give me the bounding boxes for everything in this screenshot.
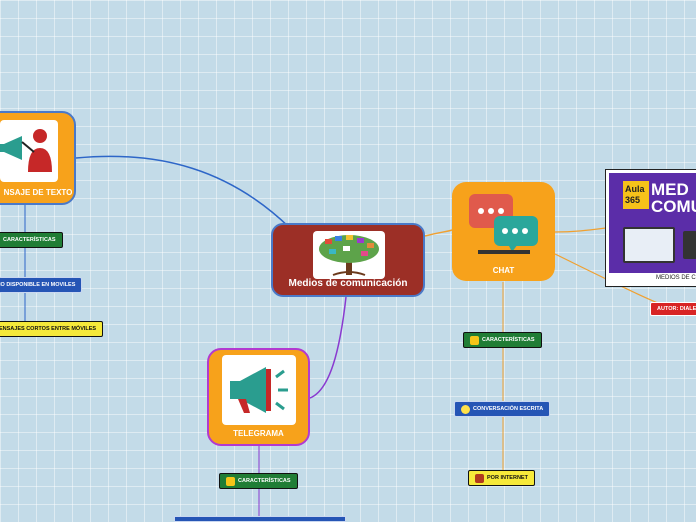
lightbulb-icon (461, 404, 470, 414)
sms-available-on-mobile[interactable]: IO DISPONIBLE EN MOVILES (0, 277, 83, 293)
note-icon (475, 473, 484, 483)
chat-characteristics-label: CARACTERÍSTICAS (482, 337, 535, 343)
author-tag-label: AUTOR: DIALE (657, 306, 696, 312)
aula-logo-bottom: 365 (625, 195, 641, 205)
tree-icon (313, 231, 385, 279)
central-title: Medios de comunicación (288, 278, 408, 289)
thumbs-up-icon (470, 335, 479, 345)
link-central-sms (75, 155, 291, 229)
topic-sms[interactable]: NSAJE DE TEXTO (0, 111, 76, 205)
topic-chat[interactable]: CHAT (452, 182, 555, 281)
telegram-characteristics[interactable]: CARACTERÍSTICAS (219, 473, 298, 489)
image-heading-line1: MED (651, 180, 689, 199)
sms-short-messages-label: ENSAJES CORTOS ENTRE MÓVILES (0, 326, 97, 332)
thumbs-up-icon (226, 476, 235, 486)
chat-written-label: CONVERSACIÓN ESCRITA (473, 406, 544, 412)
link-central-telegram (309, 296, 347, 399)
chat-written-conversation[interactable]: CONVERSACIÓN ESCRITA (454, 401, 551, 417)
image-heading-line2: COMUN (651, 197, 696, 216)
author-tag[interactable]: AUTOR: DIALE (650, 302, 696, 316)
megaphone-icon (222, 355, 296, 425)
central-topic[interactable]: Medios de comunicación (271, 223, 425, 297)
sms-characteristics-label: CARACTERÍSTICAS (3, 237, 56, 243)
image-card[interactable]: Aula 365 MED COMUN MEDIOS DE C (605, 169, 696, 287)
topic-chat-title: CHAT (492, 266, 515, 275)
sms-available-label: IO DISPONIBLE EN MOVILES (0, 282, 76, 288)
chat-by-internet[interactable]: POR INTERNET (468, 470, 535, 486)
aula-logo-top: Aula (625, 184, 645, 194)
sms-characteristics[interactable]: CARACTERÍSTICAS (0, 232, 63, 248)
sms-short-messages[interactable]: ENSAJES CORTOS ENTRE MÓVILES (0, 321, 104, 337)
image-card-picture: Aula 365 MED COMUN (609, 173, 696, 273)
topic-telegram-title: TELEGRAMA (233, 429, 284, 438)
link-central-chat (424, 229, 453, 237)
telegram-next-child[interactable] (174, 516, 346, 522)
link-chat-image (554, 227, 607, 233)
image-caption: MEDIOS DE C (656, 275, 696, 281)
person-megaphone-icon (0, 120, 58, 182)
topic-telegram[interactable]: TELEGRAMA (207, 348, 310, 446)
telegram-characteristics-label: CARACTERÍSTICAS (238, 478, 291, 484)
aula-logo: Aula 365 (623, 181, 649, 209)
image-heading: MED COMUN (651, 181, 696, 215)
phone-illustration (683, 231, 696, 259)
laptop-illustration (623, 227, 675, 263)
chat-bubbles-icon (464, 190, 544, 256)
chat-internet-label: POR INTERNET (487, 475, 528, 481)
topic-sms-title: NSAJE DE TEXTO (3, 188, 73, 197)
chat-characteristics[interactable]: CARACTERÍSTICAS (463, 332, 542, 348)
